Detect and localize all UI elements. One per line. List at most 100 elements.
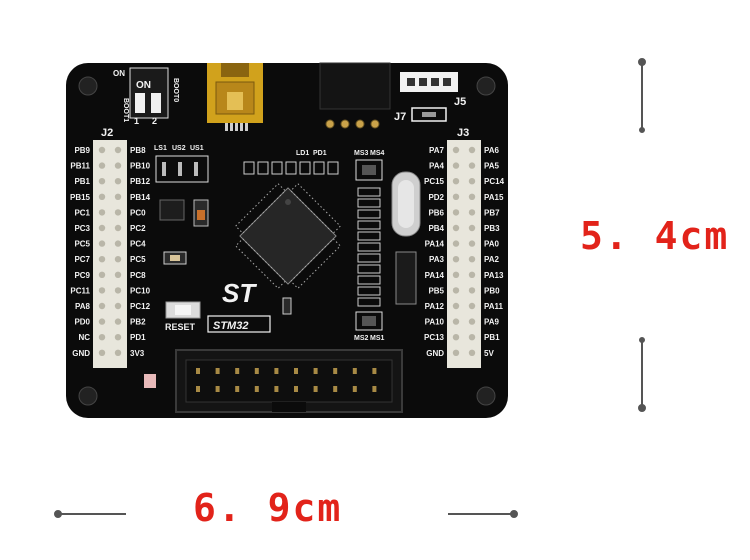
pin-label: PB6 [428, 208, 444, 217]
pin-label: PC8 [130, 271, 146, 280]
pin-label: PC12 [130, 302, 151, 311]
smd-component [357, 275, 381, 285]
pin-hole [114, 209, 122, 216]
pin-label: PD0 [74, 318, 90, 327]
j2-header[interactable] [93, 140, 127, 368]
pin-hole [114, 287, 122, 294]
pin-hole [98, 287, 106, 294]
ms2-ms1-jumper[interactable] [355, 311, 383, 331]
top-socket-header[interactable] [319, 62, 391, 110]
idc-pin [196, 368, 200, 374]
pin-label: PD1 [130, 333, 146, 342]
top-socket-pins [325, 119, 380, 129]
pin-hole [468, 209, 476, 216]
pin-hole [114, 146, 122, 154]
idc-pin [294, 386, 298, 392]
pin-label: PB4 [428, 224, 444, 233]
pin-hole [98, 178, 106, 185]
pin-hole [452, 193, 460, 200]
pin-label: PC7 [74, 255, 90, 264]
ms-jumper-pins-2 [362, 316, 376, 326]
mounting-hole [78, 386, 98, 406]
idc-pin [333, 368, 338, 374]
switch-num-1: 1 [134, 116, 139, 126]
pin-hole [114, 256, 122, 263]
pin-hole [452, 162, 460, 169]
pin-label: PB1 [484, 333, 500, 342]
smd-row-top [243, 161, 339, 175]
pd1-label: PD1 [313, 150, 327, 157]
idc-pin [274, 368, 279, 374]
ms3-ms4-jumper[interactable] [355, 159, 383, 181]
pin-label: PC5 [74, 240, 90, 249]
us2-label: US2 [172, 145, 186, 152]
j2-label: J2 [101, 127, 113, 139]
j2-pin-holes [98, 146, 122, 356]
pin-hole [452, 240, 460, 247]
idc-key-notch [272, 402, 306, 412]
pin-label: PA14 [425, 240, 445, 249]
j3-inner-pin-labels: PA7PA4PC15PD2PB6PB4PA14PA3PA14PB5PA12PA1… [424, 146, 445, 358]
idc-pin [352, 368, 357, 374]
pin-hole [114, 271, 122, 278]
j5-header[interactable] [400, 72, 458, 92]
usb-tongue [227, 92, 243, 110]
ms3-label: MS3 [354, 150, 369, 157]
idc-pin [235, 368, 240, 374]
switch-on-top: ON [113, 69, 125, 78]
dip-switch-lever [135, 93, 145, 113]
j3-header[interactable] [447, 140, 481, 368]
idc-pin [254, 386, 259, 392]
pin-hole [452, 146, 460, 154]
pin-hole [468, 256, 476, 263]
pin-label: PB2 [130, 318, 146, 327]
pin-hole [98, 240, 106, 247]
capacitor-orange-body [197, 210, 205, 220]
pin-label: PC10 [130, 286, 151, 295]
pin-hole [452, 349, 460, 356]
idc-pin [372, 368, 377, 374]
dip-switch-lever [151, 93, 161, 113]
idc-pin [196, 386, 200, 392]
pin-label: PC13 [424, 333, 445, 342]
pin-label: PB1 [74, 177, 90, 186]
j3-label: J3 [457, 127, 469, 139]
pin-hole [452, 256, 460, 263]
pin-label: PB11 [70, 162, 90, 171]
mounting-hole [78, 76, 98, 96]
smd-component [357, 253, 381, 263]
pin-hole [468, 240, 476, 247]
j2-inner-pin-labels: PB8PB10PB12PB14PC0PC2PC4PC5PC8PC10PC12PB… [130, 146, 151, 358]
switch-num-2: 2 [152, 116, 157, 126]
smd-component [357, 209, 381, 219]
boot1-label: BOOT1 [122, 98, 129, 122]
pin-hole [468, 146, 476, 154]
pin-label: 5V [484, 349, 494, 358]
voltage-regulator [159, 199, 185, 221]
pin-hole [468, 334, 476, 341]
pin-label: PA9 [484, 318, 500, 327]
pin-label: PA5 [484, 162, 500, 171]
pin-hole [98, 146, 106, 154]
ld1-label: LD1 [296, 150, 309, 157]
pin-label: PB3 [484, 224, 500, 233]
pin-hole [114, 302, 122, 310]
smd-component [357, 286, 381, 296]
ls-us-footprint [155, 155, 209, 183]
pin-label: PA14 [425, 271, 445, 280]
width-dimension-label: 6. 9cm [193, 486, 343, 530]
us1-label: US1 [190, 145, 204, 152]
pin-hole [468, 193, 476, 200]
pin-hole [452, 334, 460, 341]
boot0-label: BOOT0 [172, 78, 179, 102]
smd-component [357, 264, 381, 274]
pin-label: NC [78, 333, 90, 342]
smd-ic-right [395, 251, 417, 305]
pin-hole [114, 162, 122, 169]
pin-label: PA8 [75, 302, 91, 311]
pin-label: 3V3 [130, 349, 145, 358]
smd-component [357, 242, 381, 252]
smd-component [357, 198, 381, 208]
j7-jumper[interactable] [411, 107, 447, 122]
pin-label: PA2 [484, 255, 500, 264]
